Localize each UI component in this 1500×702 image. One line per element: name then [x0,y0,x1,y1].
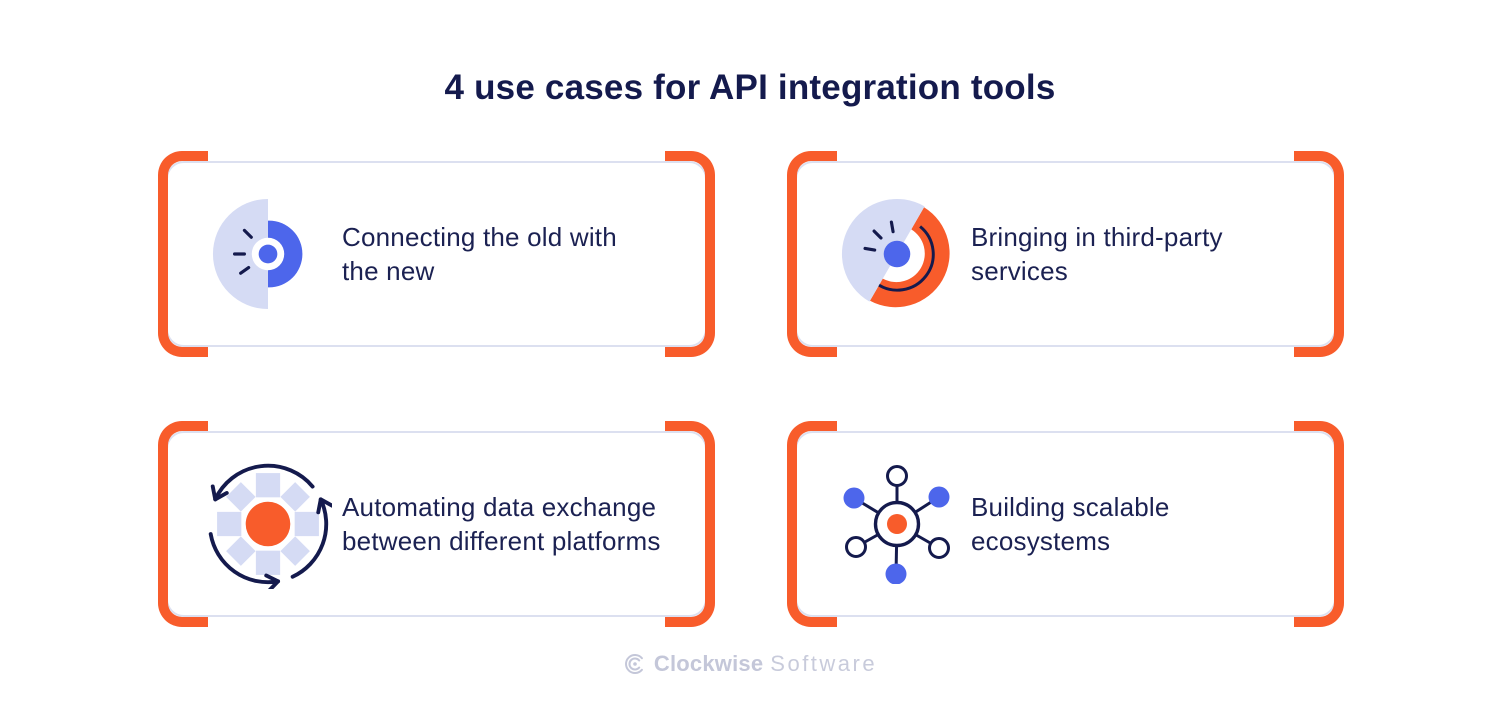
icon-container [833,169,961,339]
left-bracket-decoration [158,151,208,357]
card-label: Connecting the old with the new [342,220,617,288]
card-connecting-old-new: Connecting the old with the new [158,151,715,357]
page-title: 4 use cases for API integration tools [444,68,1056,107]
card-label: Bringing in third-party services [971,220,1223,288]
brand-name-light: Software [770,651,878,676]
card-automating-data-exchange: Automating data exchange between differe… [158,421,715,627]
left-bracket-decoration [787,151,837,357]
card-content: Building scalable ecosystems [795,431,1336,617]
card-label-line1: Building scalable [971,492,1170,522]
cycle-arrows-icon [208,463,332,589]
icon-container [204,169,332,339]
legacy-modern-connection-icon [212,198,303,310]
card-label: Automating data exchange between differe… [342,490,661,558]
card-label-line1: Connecting the old with [342,222,617,252]
card-content: Automating data exchange between differe… [166,431,707,617]
gauge-icon [841,198,950,308]
card-label-line2: the new [342,256,435,286]
network-hub-icon [843,465,950,584]
right-bracket-decoration [665,151,715,357]
right-bracket-decoration [1294,151,1344,357]
left-bracket-decoration [787,421,837,627]
card-label-line1: Bringing in third-party [971,222,1223,252]
card-label-line2: between different platforms [342,526,661,556]
icon-container [204,439,332,609]
brand-name-bold: Clockwise [653,651,764,676]
card-label-line2: services [971,256,1068,286]
card-label-line1: Automating data exchange [342,492,657,522]
card-content: Bringing in third-party services [795,161,1336,347]
right-bracket-decoration [665,421,715,627]
clockwise-swirl-icon [624,654,643,674]
card-third-party-services: Bringing in third-party services [787,151,1344,357]
card-label-line2: ecosystems [971,526,1111,556]
card-content: Connecting the old with the new [166,161,707,347]
card-scalable-ecosystems: Building scalable ecosystems [787,421,1344,627]
card-label: Building scalable ecosystems [971,490,1170,558]
right-bracket-decoration [1294,421,1344,627]
left-bracket-decoration [158,421,208,627]
icon-container [833,439,961,609]
footer-brand: Clockwise Software [0,648,1500,680]
